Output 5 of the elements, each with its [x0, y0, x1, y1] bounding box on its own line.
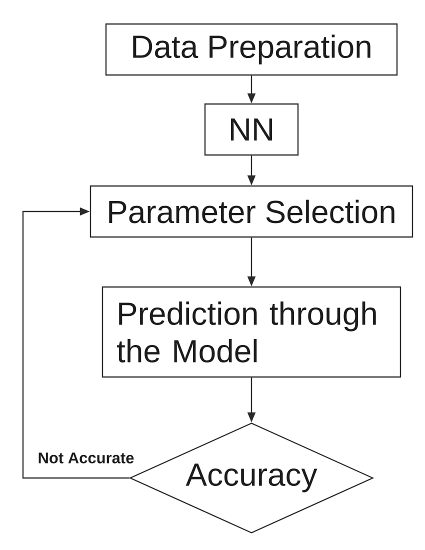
process-box: NN: [204, 103, 299, 156]
process-box: Prediction through the Model: [102, 286, 402, 378]
process-box: Data Preparation: [105, 23, 398, 76]
arrow: [22, 207, 130, 479]
process-box: Parameter Selection: [90, 185, 414, 238]
